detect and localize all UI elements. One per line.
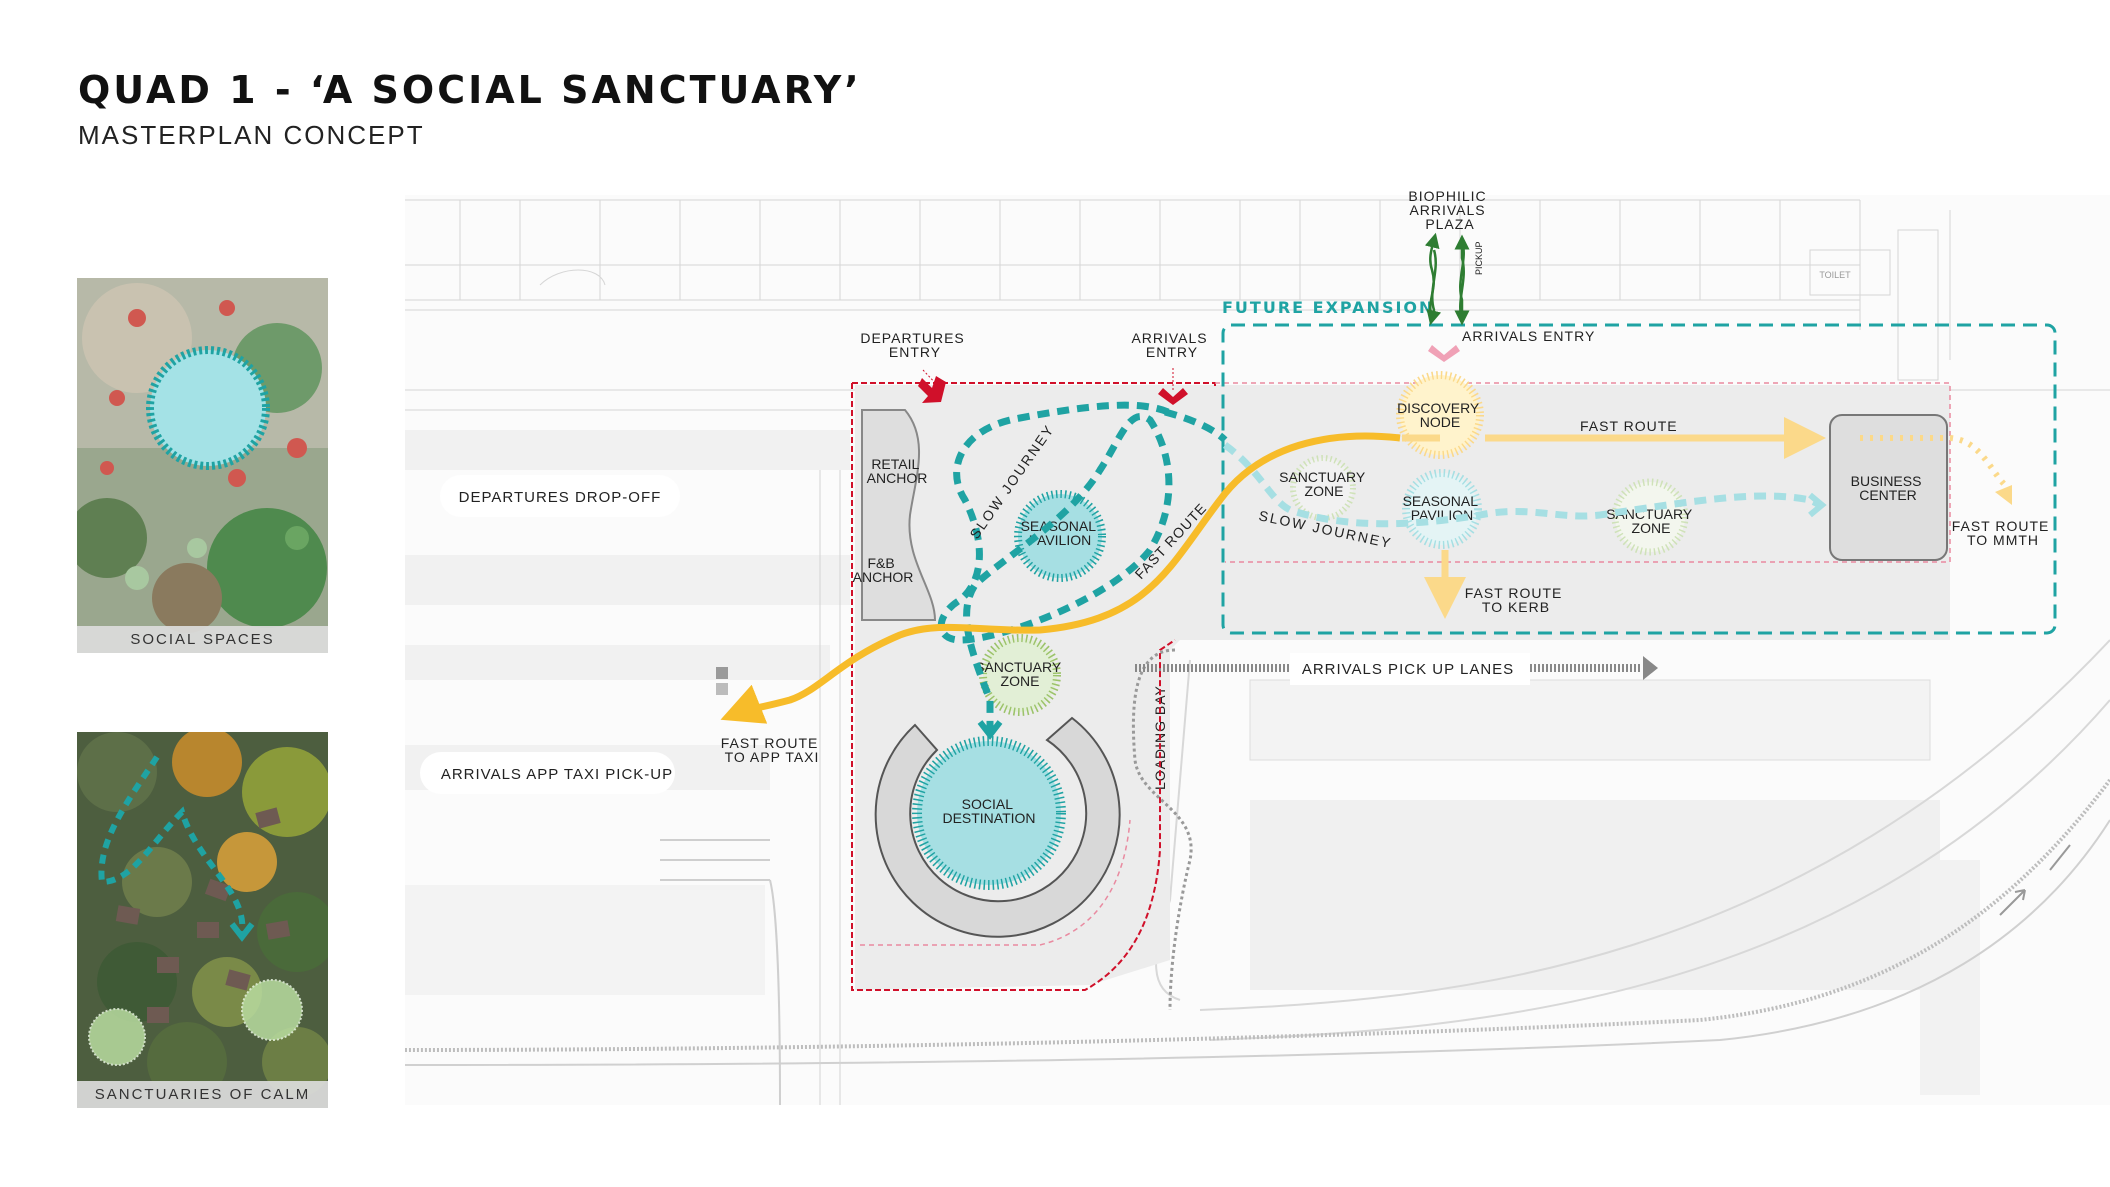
fast-route-main <box>720 432 1401 724</box>
page-subtitle: MASTERPLAN CONCEPT <box>78 120 425 150</box>
retail-fb-anchor-building <box>861 409 937 621</box>
departures-entry-marker: DEPARTURES ENTRY <box>860 330 969 403</box>
sanctuary-zone-mid-node <box>1290 455 1356 521</box>
seasonal-pavilion-left-label: SEASONAL PAVILION <box>1021 518 1100 548</box>
arrivals-entry-left-marker: ARRIVALS ENTRY <box>1131 330 1212 405</box>
fast-route-mmth <box>1860 435 2008 488</box>
svg-text:ARRIVALS PICK UP LANES: ARRIVALS PICK UP LANES <box>1302 661 1514 678</box>
svg-text:DEPARTURES DROP-OFF: DEPARTURES DROP-OFF <box>459 489 662 506</box>
arrivals-taxi-label: ARRIVALS APP TAXI PICK-UP <box>420 752 675 794</box>
arrivals-pickup-lanes: ARRIVALS PICK UP LANES <box>1135 653 1658 685</box>
slow-journey-route-left <box>937 401 1228 730</box>
social-spaces-photo: SOCIAL SPACES <box>77 278 328 653</box>
sanctuary-zone-center-node <box>979 634 1061 716</box>
social-destination-label: SOCIAL DESTINATION <box>942 796 1035 826</box>
future-expansion-label: FUTURE EXPANSION <box>1222 298 1434 317</box>
business-center-building <box>1829 414 1948 561</box>
arrivals-entry-top-marker: ARRIVALS ENTRY <box>1428 328 1595 362</box>
discovery-node-label: DISCOVERY NODE <box>1397 400 1483 430</box>
sanctuary-zone-mid-label: SANCTUARY ZONE <box>1279 469 1369 499</box>
fast-route-top-label: FAST ROUTE <box>1580 418 1678 434</box>
svg-text:BIOPHILIC ARRIVALS: BIOPHILIC ARRIVALS PLAZA <box>1408 188 1491 232</box>
svg-text:ARRIVALS ENTRY: ARRIVALS ENTRY <box>1462 328 1595 344</box>
svg-text:ARRIVALS APP TAXI PICK-UP: ARRIVALS APP TAXI PICK-UP <box>441 766 673 783</box>
photo-caption-social-spaces: SOCIAL SPACES <box>77 626 328 653</box>
svg-text:DEPARTURES ENTRY: DEPARTURES ENTRY <box>860 330 969 360</box>
seasonal-pavilion-left-node <box>1014 490 1106 582</box>
slow-journey-route-right <box>1222 442 1822 528</box>
biophilic-arrivals-plaza-marker: BIOPHILIC ARRIVALS PLAZA <box>1408 188 1491 326</box>
business-center-label: BUSINESS CENTER <box>1851 473 1926 503</box>
svg-text:ARRIVALS ENTRY: ARRIVALS ENTRY <box>1131 330 1212 360</box>
photo-caption-sanctuaries: SANCTUARIES OF CALM <box>77 1081 328 1108</box>
page-title: QUAD 1 - ‘A SOCIAL SANCTUARY’ <box>78 68 862 112</box>
toilet-label: TOILET <box>1819 270 1851 280</box>
seasonal-pavilion-right-node <box>1402 469 1482 549</box>
retail-anchor-label: RETAIL ANCHOR <box>867 456 928 486</box>
pickup-vertical-label: PICKUP <box>1474 241 1484 275</box>
site-base <box>404 195 2110 1106</box>
sanctuary-zone-right-node <box>1611 478 1689 556</box>
fast-route-taxi-label: FAST ROUTE TO APP TAXI <box>721 735 824 765</box>
sanctuaries-photo: SANCTUARIES OF CALM <box>77 732 328 1108</box>
fast-route-kerb-label: FAST ROUTE TO KERB <box>1465 585 1568 615</box>
future-expansion-boundary <box>1221 323 2057 635</box>
sanctuary-zone-center-label: SANCTUARY ZONE <box>975 659 1065 689</box>
departures-dropoff-label: DEPARTURES DROP-OFF <box>440 475 680 517</box>
social-destination-node <box>912 736 1066 890</box>
social-destination-building <box>874 716 1121 938</box>
fast-route-mmth-label: FAST ROUTE TO MMTH <box>1952 518 2055 548</box>
fb-anchor-label: F&B ANCHOR <box>853 555 914 585</box>
sanctuary-zone-right-label: SANCTUARY ZONE <box>1606 506 1696 536</box>
slow-journey-arrowhead <box>977 720 1003 740</box>
